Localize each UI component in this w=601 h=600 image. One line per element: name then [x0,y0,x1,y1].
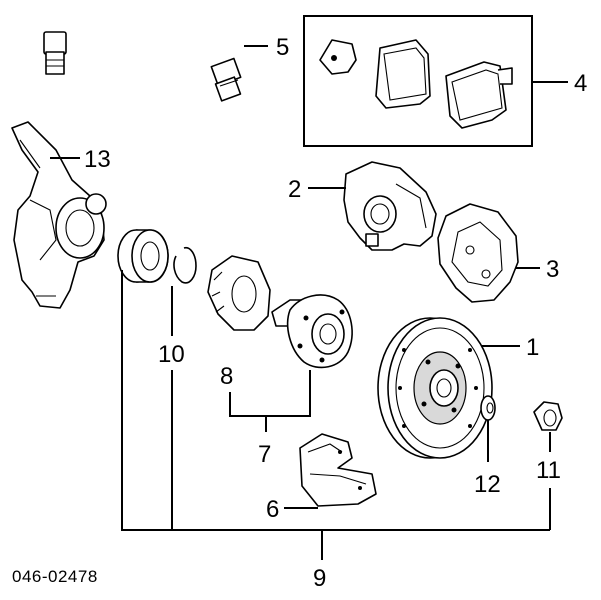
part-label-8: 8 [220,363,233,390]
part-label-1: 1 [526,334,539,361]
diagram-code: 046-02478 [12,567,98,586]
part-label-2: 2 [288,176,301,203]
part-label-7: 7 [258,441,271,468]
part-label-6: 6 [266,496,279,523]
brake-caliper [343,161,437,251]
hub-nut [533,401,563,431]
brake-hose [43,31,242,134]
washer [480,395,496,421]
wheel-hub [271,294,353,369]
brake-disc [377,317,493,459]
part-label-12: 12 [474,471,501,498]
snap-ring [173,246,197,284]
part-label-13: 13 [84,146,111,173]
dust-shield [299,433,377,507]
part-label-11: 11 [536,457,561,484]
steering-knuckle [11,121,107,309]
leader-line-7 [265,370,311,432]
brake-pads [319,39,513,129]
leader-line-9 [121,270,550,531]
part-label-10: 10 [158,341,185,368]
part-label-9: 9 [313,565,326,592]
part-label-4: 4 [574,70,587,97]
caliper-bracket [437,203,519,303]
part-label-3: 3 [546,256,559,283]
leader-line-8 [229,392,266,417]
abs-tone-ring [207,255,271,331]
part-label-5: 5 [276,34,289,61]
wheel-bearing [117,229,169,283]
